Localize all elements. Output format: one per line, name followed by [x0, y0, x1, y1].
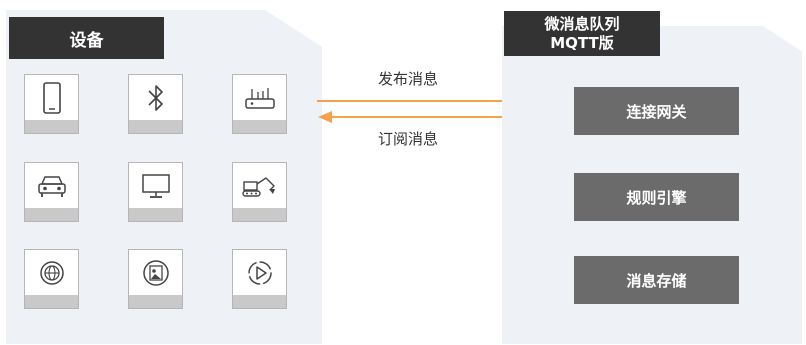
mqtt-title-line2: MQTT版 [550, 33, 614, 52]
car-icon [37, 175, 66, 197]
device-tile-globe-sensor [24, 249, 79, 309]
media-play-icon [247, 260, 272, 285]
device-tile-router [232, 74, 287, 134]
subscribe-label: 订阅消息 [378, 130, 439, 148]
module-connection-gateway: 连接网关 [574, 87, 739, 135]
tablet-device-icon [142, 259, 169, 286]
subscribe-arrowhead [318, 111, 332, 123]
device-tile-media-play [232, 249, 287, 309]
device-tile-excavator [232, 162, 287, 222]
module-rule-engine: 规则引擎 [574, 173, 739, 221]
router-icon [244, 87, 275, 109]
globe-sensor-icon [39, 260, 64, 285]
monitor-icon [141, 173, 170, 198]
device-tile-monitor [128, 162, 183, 222]
publish-label: 发布消息 [378, 70, 439, 88]
device-tile-bluetooth [128, 74, 183, 134]
mqtt-title: 微消息队列 MQTT版 [504, 11, 660, 56]
mqtt-title-line1: 微消息队列 [544, 14, 620, 33]
excavator-icon [241, 176, 275, 197]
module-message-storage: 消息存储 [574, 256, 739, 304]
devices-title: 设备 [9, 17, 164, 59]
smartphone-icon [42, 81, 61, 114]
device-tile-smartphone [24, 74, 79, 134]
bluetooth-icon [147, 84, 163, 111]
device-tile-car [24, 162, 79, 222]
device-tile-tablet [128, 249, 183, 309]
